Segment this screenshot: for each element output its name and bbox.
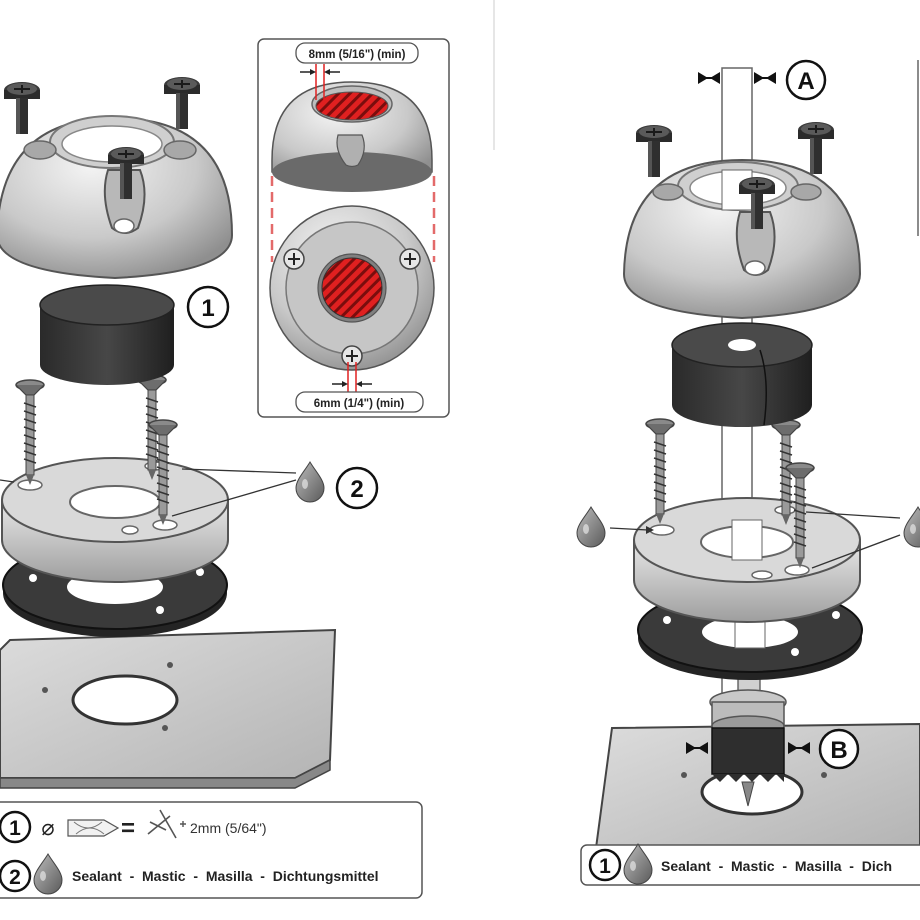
machine-screw-1 [3, 81, 41, 135]
diameter-symbol: ⌀ [41, 815, 54, 840]
left-panel: 1 2 8mm (5/16") (min) [0, 38, 450, 899]
svg-text:1: 1 [9, 817, 21, 840]
right-drop-icon-left [576, 506, 606, 548]
right-dome-housing [622, 158, 862, 320]
callout-2: 2 [0, 461, 379, 517]
svg-text:=: = [121, 815, 135, 842]
svg-text:1: 1 [201, 295, 214, 322]
right-machine-screw-2 [797, 121, 835, 175]
label-a: A [698, 59, 827, 101]
right-rubber-plug [671, 322, 813, 427]
label-b: B [686, 728, 860, 770]
dimension-inset: 8mm (5/16") (min) [257, 38, 450, 418]
right-drop-icon-right [903, 506, 920, 548]
callout-1: 1 [186, 285, 230, 329]
sealant-drop-icon [295, 461, 325, 503]
drill-spec-text: 2mm (5/64") [190, 820, 267, 836]
right-sealant-legend-text: Sealant - Mastic - Masilla - Dich [661, 858, 892, 874]
right-base-ring [633, 497, 861, 623]
sealant-legend-text: Sealant - Mastic - Masilla - Dichtungsmi… [72, 868, 379, 884]
dome-housing [0, 115, 234, 280]
svg-text:B: B [830, 737, 847, 764]
base-ring [1, 457, 229, 583]
rubber-plug [39, 284, 175, 385]
svg-text:A: A [797, 68, 814, 95]
right-machine-screw-1 [635, 124, 673, 178]
drill-bit-icon [67, 819, 120, 837]
left-legend: 1 ⌀ = 2mm (5/64") 2 Sealant - Mastic - M… [0, 801, 423, 899]
right-wood-screw-1 [645, 418, 675, 525]
svg-text:2: 2 [350, 476, 363, 503]
top-dimension-label: 8mm (5/16") (min) [309, 49, 406, 61]
bottom-dimension-label: 6mm (1/4") (min) [314, 398, 405, 410]
deck-plate [0, 628, 337, 789]
right-sealant-indicators [576, 506, 920, 569]
hole-saw [709, 671, 787, 807]
panel-divider [493, 0, 495, 150]
svg-text:2: 2 [9, 866, 21, 889]
machine-screw-2 [163, 76, 201, 130]
no-drill-icon [147, 809, 186, 839]
right-legend: 1 Sealant - Mastic - Masilla - Dich [580, 843, 920, 886]
svg-text:1: 1 [599, 855, 611, 878]
right-panel: A B [576, 59, 920, 886]
